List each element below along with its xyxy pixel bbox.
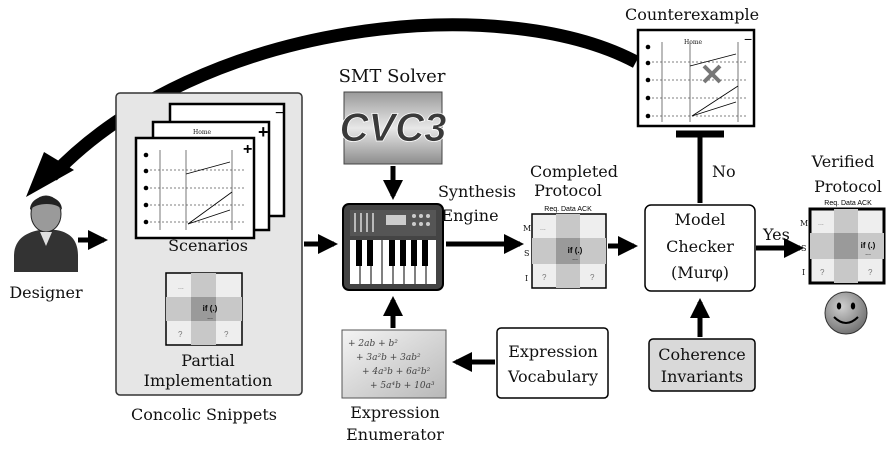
completed-dots-2: ...	[540, 225, 546, 232]
svg-text:+ 4a³b + 6a²b²: + 4a³b + 6a²b²	[362, 367, 431, 377]
svg-text:+ 3a²b + 3ab²: + 3a²b + 3ab²	[356, 353, 421, 363]
partial-impl-if: if (.)	[203, 304, 218, 313]
verified-protocol-label-1: Verified	[811, 152, 875, 171]
verified-protocol-table: if (.) ... ... ? ?	[808, 207, 886, 285]
completed-q1: ?	[542, 273, 547, 282]
verified-protocol-label-2: Protocol	[814, 177, 882, 196]
coherence-invariants-label-1: Coherence	[658, 345, 746, 364]
completed-protocol-table: if (.) ... ... ? ?	[531, 213, 607, 289]
counterexample-card: − Home	[636, 28, 756, 128]
cvc3-logo-box	[343, 91, 443, 165]
verified-row-i: I	[802, 268, 805, 277]
expression-enumerator-label-2: Enumerator	[346, 425, 444, 444]
counterexample-minus: −	[744, 31, 752, 47]
smt-solver-label: SMT Solver	[339, 66, 446, 87]
verified-if: if (.)	[861, 241, 876, 250]
verified-q1: ?	[820, 268, 825, 277]
yes-label: Yes	[762, 225, 790, 244]
scenarios-label: Scenarios	[168, 236, 248, 255]
verified-row-s: S	[801, 244, 806, 253]
scenario-minus: −	[275, 105, 284, 122]
counterexample-label: Counterexample	[625, 5, 759, 24]
counterexample-home: Home	[684, 39, 703, 46]
completed-protocol-header: Req. Data ACK	[544, 206, 592, 213]
svg-text:+ 2ab + b²: + 2ab + b²	[348, 339, 398, 349]
partial-impl-q1: ...	[178, 284, 184, 291]
counterexample-x-mark	[702, 64, 722, 84]
verified-dots-2: ...	[818, 220, 824, 227]
synthesis-engine-keyboard-icon	[342, 203, 444, 291]
scenario-stack: − + + Home	[134, 102, 286, 240]
partial-impl-label-1: Partial	[181, 351, 234, 370]
model-checker-label-1: Model	[675, 210, 726, 229]
verified-q2: ?	[868, 268, 873, 277]
model-checker-label-2: Checker	[666, 237, 734, 256]
feedback-arrowhead	[26, 152, 74, 197]
model-checker-box	[644, 204, 756, 292]
expression-vocabulary-label-2: Vocabulary	[507, 367, 598, 386]
verified-protocol-header: Req. Data ACK	[824, 200, 872, 207]
partial-impl-label-2: Implementation	[144, 371, 273, 390]
completed-protocol-label-1: Completed	[530, 162, 618, 181]
scenario-home-label: Home	[193, 129, 212, 136]
completed-row-s: S	[524, 249, 529, 258]
smiley-icon	[824, 291, 868, 335]
partial-impl-dots: ...	[207, 314, 213, 321]
completed-if: if (.)	[568, 246, 583, 255]
svg-text:+ 5a⁴b + 10a³: + 5a⁴b + 10a³	[370, 381, 435, 391]
concolic-snippets-label: Concolic Snippets	[131, 405, 277, 424]
expression-enumerator-image: + 2ab + b² + 3a²b + 3ab² + 4a³b + 6a²b² …	[341, 329, 447, 399]
designer-label: Designer	[9, 283, 83, 302]
completed-dots: ...	[572, 255, 578, 262]
scenario-plus: +	[258, 122, 269, 142]
completed-row-i: I	[525, 274, 528, 283]
coherence-invariants-label-2: Invariants	[661, 367, 743, 386]
no-label: No	[712, 162, 736, 181]
completed-row-m: M	[523, 224, 531, 233]
expression-enumerator-label-1: Expression	[350, 403, 440, 422]
partial-implementation-table: if (.) ... ... ? ?	[165, 272, 243, 346]
scenario-plus-front: +	[243, 141, 252, 158]
expression-vocabulary-box	[496, 327, 609, 399]
model-checker-label-3: (Murφ)	[671, 263, 729, 282]
completed-q2: ?	[590, 273, 595, 282]
expression-vocabulary-label-1: Expression	[508, 342, 598, 361]
partial-impl-q3: ?	[224, 330, 229, 339]
synthesis-engine-label-2: Engine	[441, 206, 498, 225]
coherence-invariants-box	[648, 338, 756, 392]
completed-protocol-label-2: Protocol	[534, 181, 602, 200]
cvc3-logo-text: CVC3	[340, 106, 447, 150]
partial-impl-q2: ?	[178, 330, 183, 339]
synthesis-engine-label-1: Synthesis	[438, 182, 516, 201]
designer-icon	[14, 195, 78, 272]
verified-row-m: M	[800, 219, 808, 228]
verified-dots: ...	[865, 250, 871, 257]
